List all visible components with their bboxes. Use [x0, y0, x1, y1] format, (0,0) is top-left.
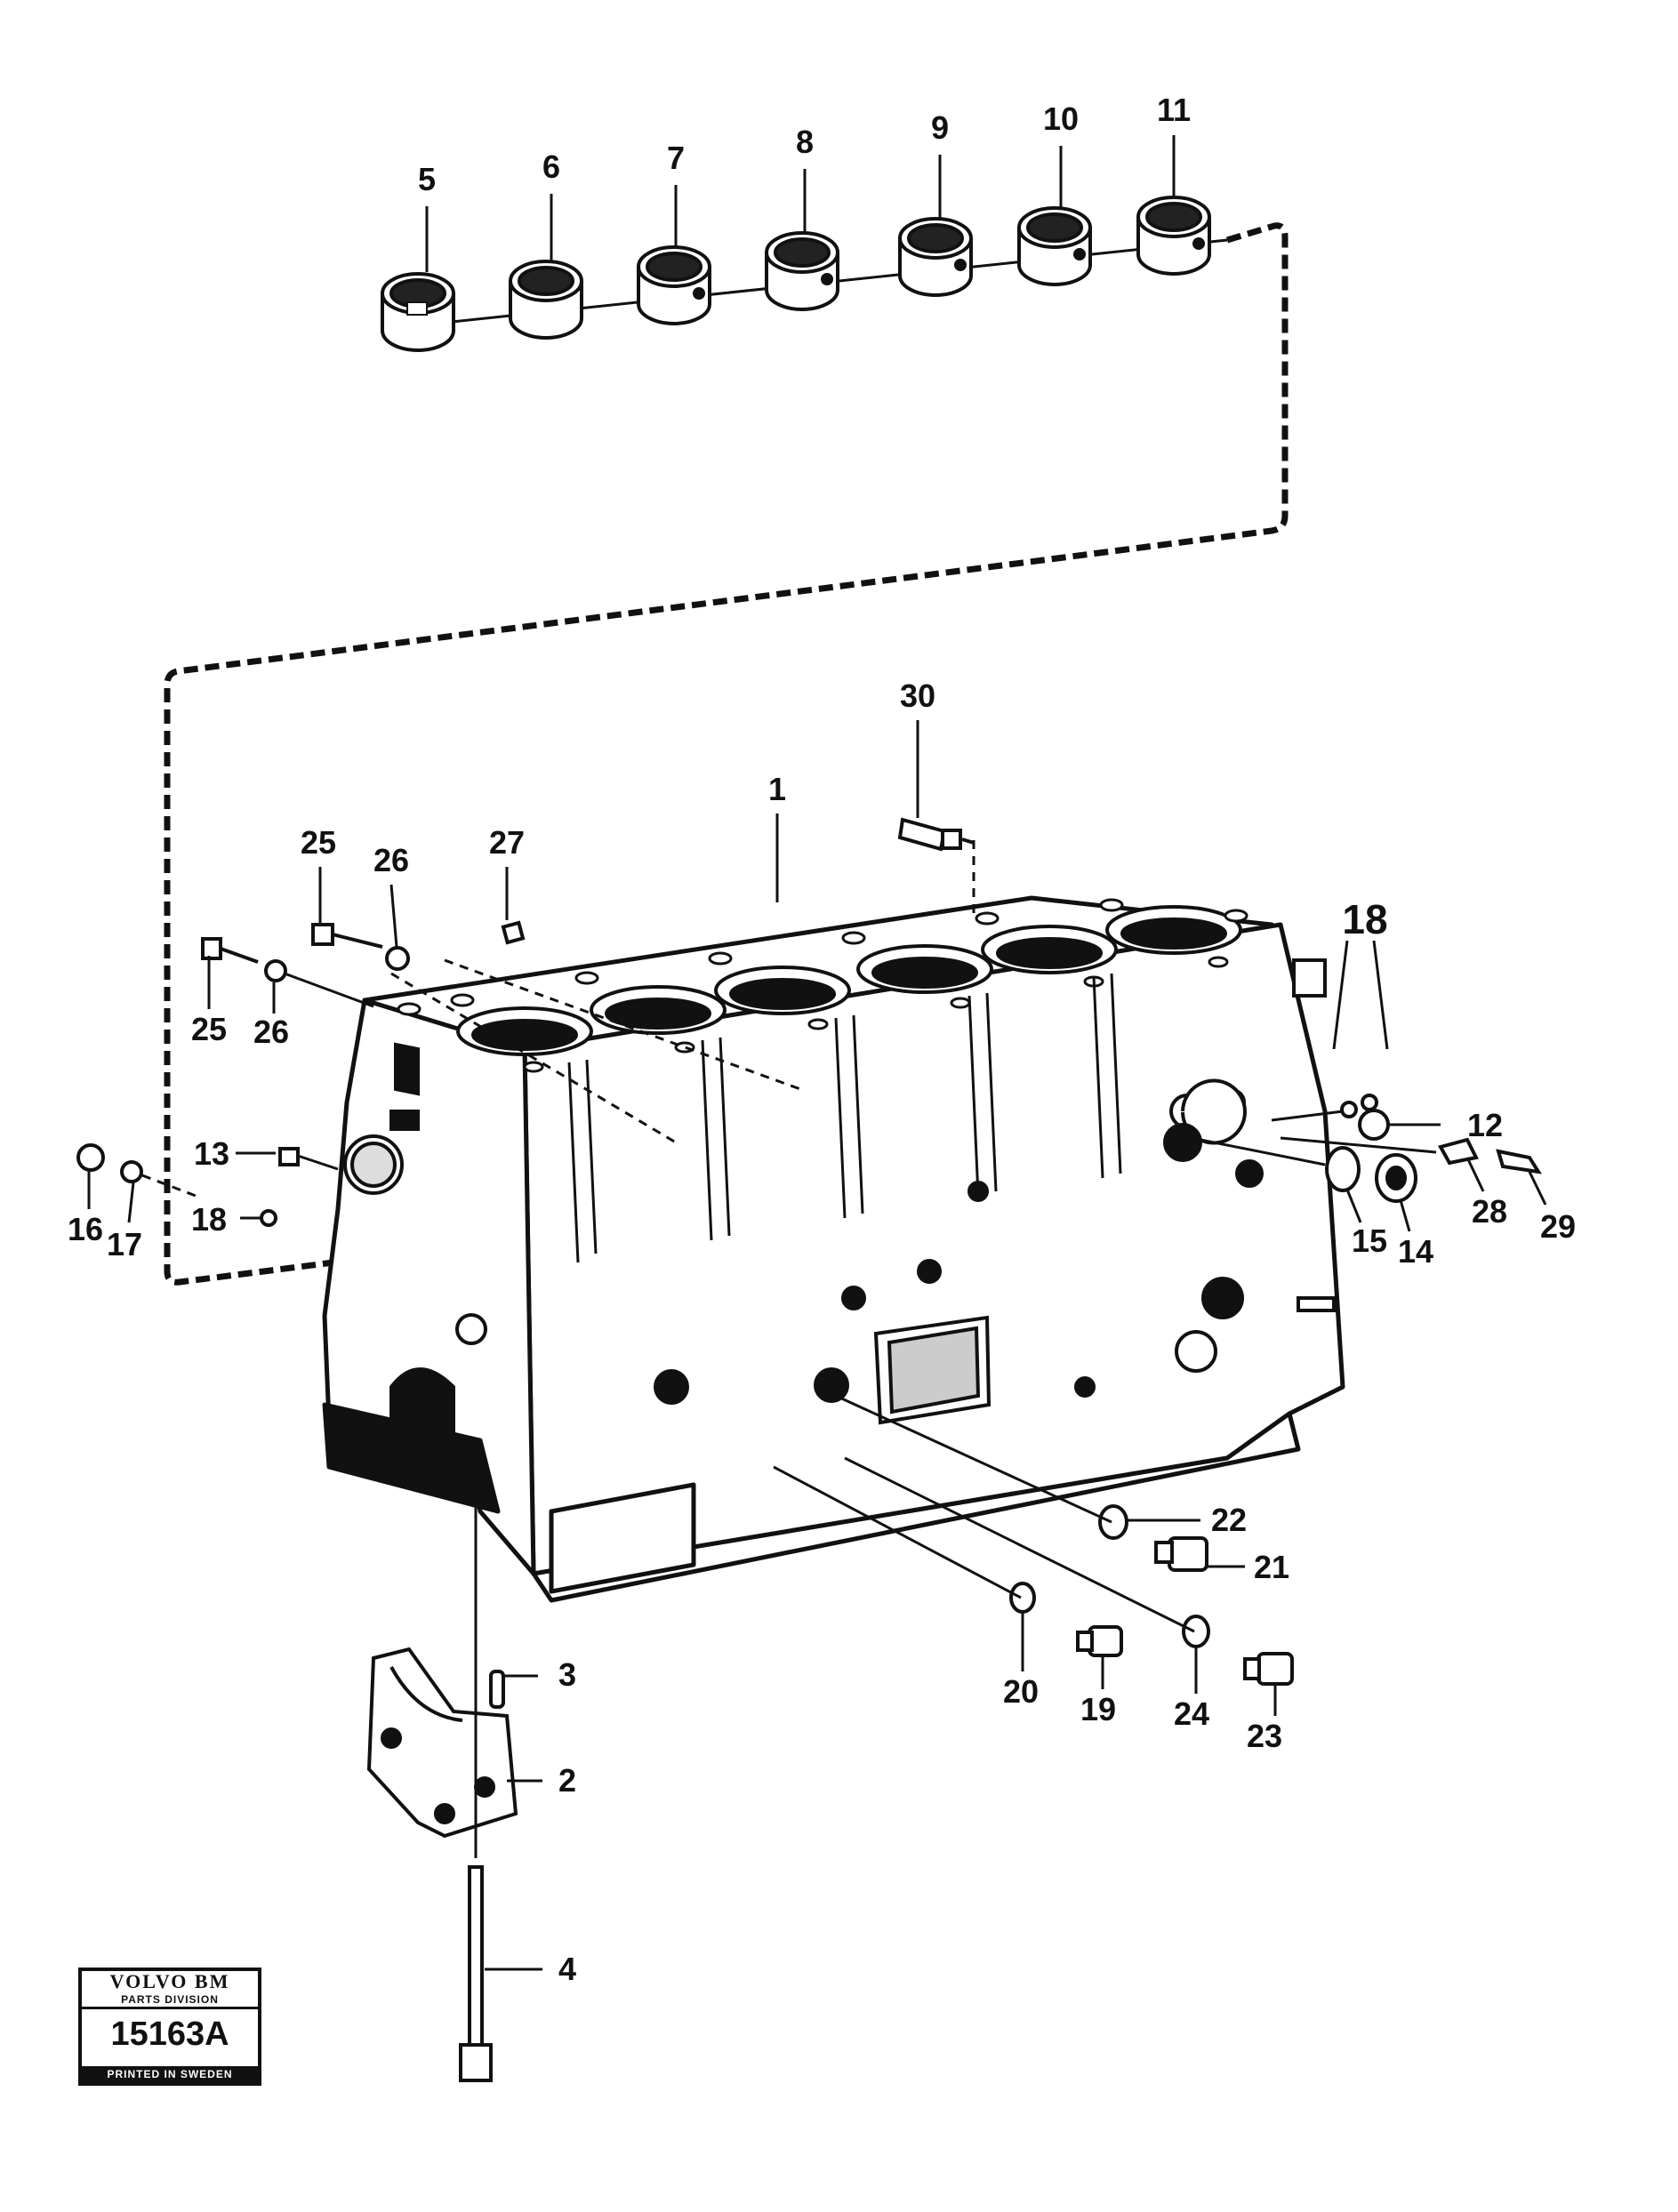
callout-10: 10	[1043, 100, 1079, 137]
plug-23	[1243, 1652, 1294, 1686]
callout-leaders	[87, 720, 1547, 1971]
deck-dashed-lines	[390, 840, 975, 1144]
callout-15: 15	[1352, 1222, 1387, 1259]
callout-19: 19	[1080, 1691, 1116, 1727]
fitting-29	[1496, 1149, 1542, 1174]
bushing-leaders	[425, 135, 1176, 272]
washer-26-top	[385, 946, 410, 971]
bushing-8	[765, 231, 839, 311]
callout-6: 6	[542, 148, 560, 185]
callout-26-left: 26	[253, 1014, 289, 1050]
callout-12: 12	[1467, 1107, 1503, 1143]
stamp-brand: VOLVO BM	[109, 1970, 230, 1992]
callout-28: 28	[1472, 1193, 1507, 1230]
bearing-cap-2	[366, 1647, 518, 1839]
plug-12	[1358, 1109, 1390, 1141]
callout-2: 2	[558, 1762, 576, 1799]
pin-18-b	[1361, 1094, 1378, 1111]
callout-29: 29	[1540, 1208, 1576, 1245]
callout-24: 24	[1174, 1695, 1209, 1732]
callout-25-left: 25	[191, 1011, 227, 1047]
callout-labels: 5 6 7 8 9 10 11 30 1 25 26 27 25 26 18 1…	[68, 92, 1576, 1987]
callout-8: 8	[796, 124, 814, 160]
pin-18-left	[260, 1209, 277, 1227]
bushing-7	[637, 245, 711, 325]
callout-14: 14	[1398, 1233, 1433, 1270]
callout-1: 1	[768, 771, 786, 807]
washer-22	[1098, 1504, 1128, 1540]
dashed-routing-line	[164, 222, 1289, 1286]
callout-13: 13	[194, 1135, 229, 1172]
stamp-division: PARTS DIVISION	[82, 1992, 258, 2009]
callout-3: 3	[558, 1656, 576, 1693]
callout-21: 21	[1254, 1549, 1289, 1585]
callout-18-left: 18	[191, 1201, 227, 1238]
callout-16: 16	[68, 1211, 103, 1247]
stamp-printed-in: PRINTED IN SWEDEN	[82, 2066, 258, 2082]
callout-11: 11	[1157, 92, 1191, 128]
callout-23: 23	[1247, 1718, 1282, 1754]
plug-14	[1375, 1153, 1417, 1203]
nut-16	[76, 1143, 105, 1172]
plug-27	[501, 920, 526, 945]
bolt-13	[278, 1147, 300, 1166]
cylinder-bores	[456, 905, 1242, 1056]
bushing-6	[509, 260, 583, 340]
bushing-5	[381, 272, 455, 352]
deck-bolt-holes	[397, 898, 1248, 1073]
bushing-9	[898, 217, 973, 297]
bolt-25-left	[201, 937, 259, 964]
sensor-30	[897, 817, 975, 852]
stamp-illustration-code: 15163A	[110, 2016, 229, 2053]
small-parts	[76, 817, 1542, 2082]
washer-17	[120, 1160, 143, 1183]
callout-22: 22	[1211, 1502, 1247, 1538]
callout-20: 20	[1003, 1673, 1039, 1710]
plug-19	[1076, 1625, 1123, 1657]
block-side-features	[343, 958, 1336, 1442]
washer-24	[1182, 1615, 1210, 1648]
bolt-25-top	[311, 923, 383, 949]
callout-5: 5	[418, 161, 436, 197]
callout-17: 17	[107, 1226, 142, 1262]
washer-26-left	[264, 959, 287, 982]
block-ribs	[567, 973, 1122, 1263]
pin-18-a	[1340, 1101, 1358, 1118]
callout-27: 27	[489, 824, 525, 861]
bushing-11	[1136, 196, 1211, 276]
seal-15	[1325, 1146, 1361, 1192]
callout-4: 4	[558, 1951, 576, 1987]
camshaft-bushings	[381, 196, 1228, 352]
dowel-3	[489, 1670, 505, 1709]
callout-9: 9	[931, 109, 949, 146]
valve-28	[1438, 1137, 1479, 1166]
callout-25-top: 25	[301, 824, 336, 861]
callout-30: 30	[900, 677, 935, 714]
washer-20	[1009, 1582, 1036, 1614]
callout-7: 7	[667, 140, 685, 176]
plug-21	[1154, 1536, 1208, 1572]
volvo-bm-stamp: VOLVO BM PARTS DIVISION 15163A PRINTED I…	[78, 1968, 261, 2086]
bushing-10	[1017, 206, 1092, 286]
callout-26-top: 26	[373, 842, 409, 878]
callout-18-top: 18	[1342, 896, 1387, 942]
bearing-bolt-4	[459, 1865, 493, 2082]
